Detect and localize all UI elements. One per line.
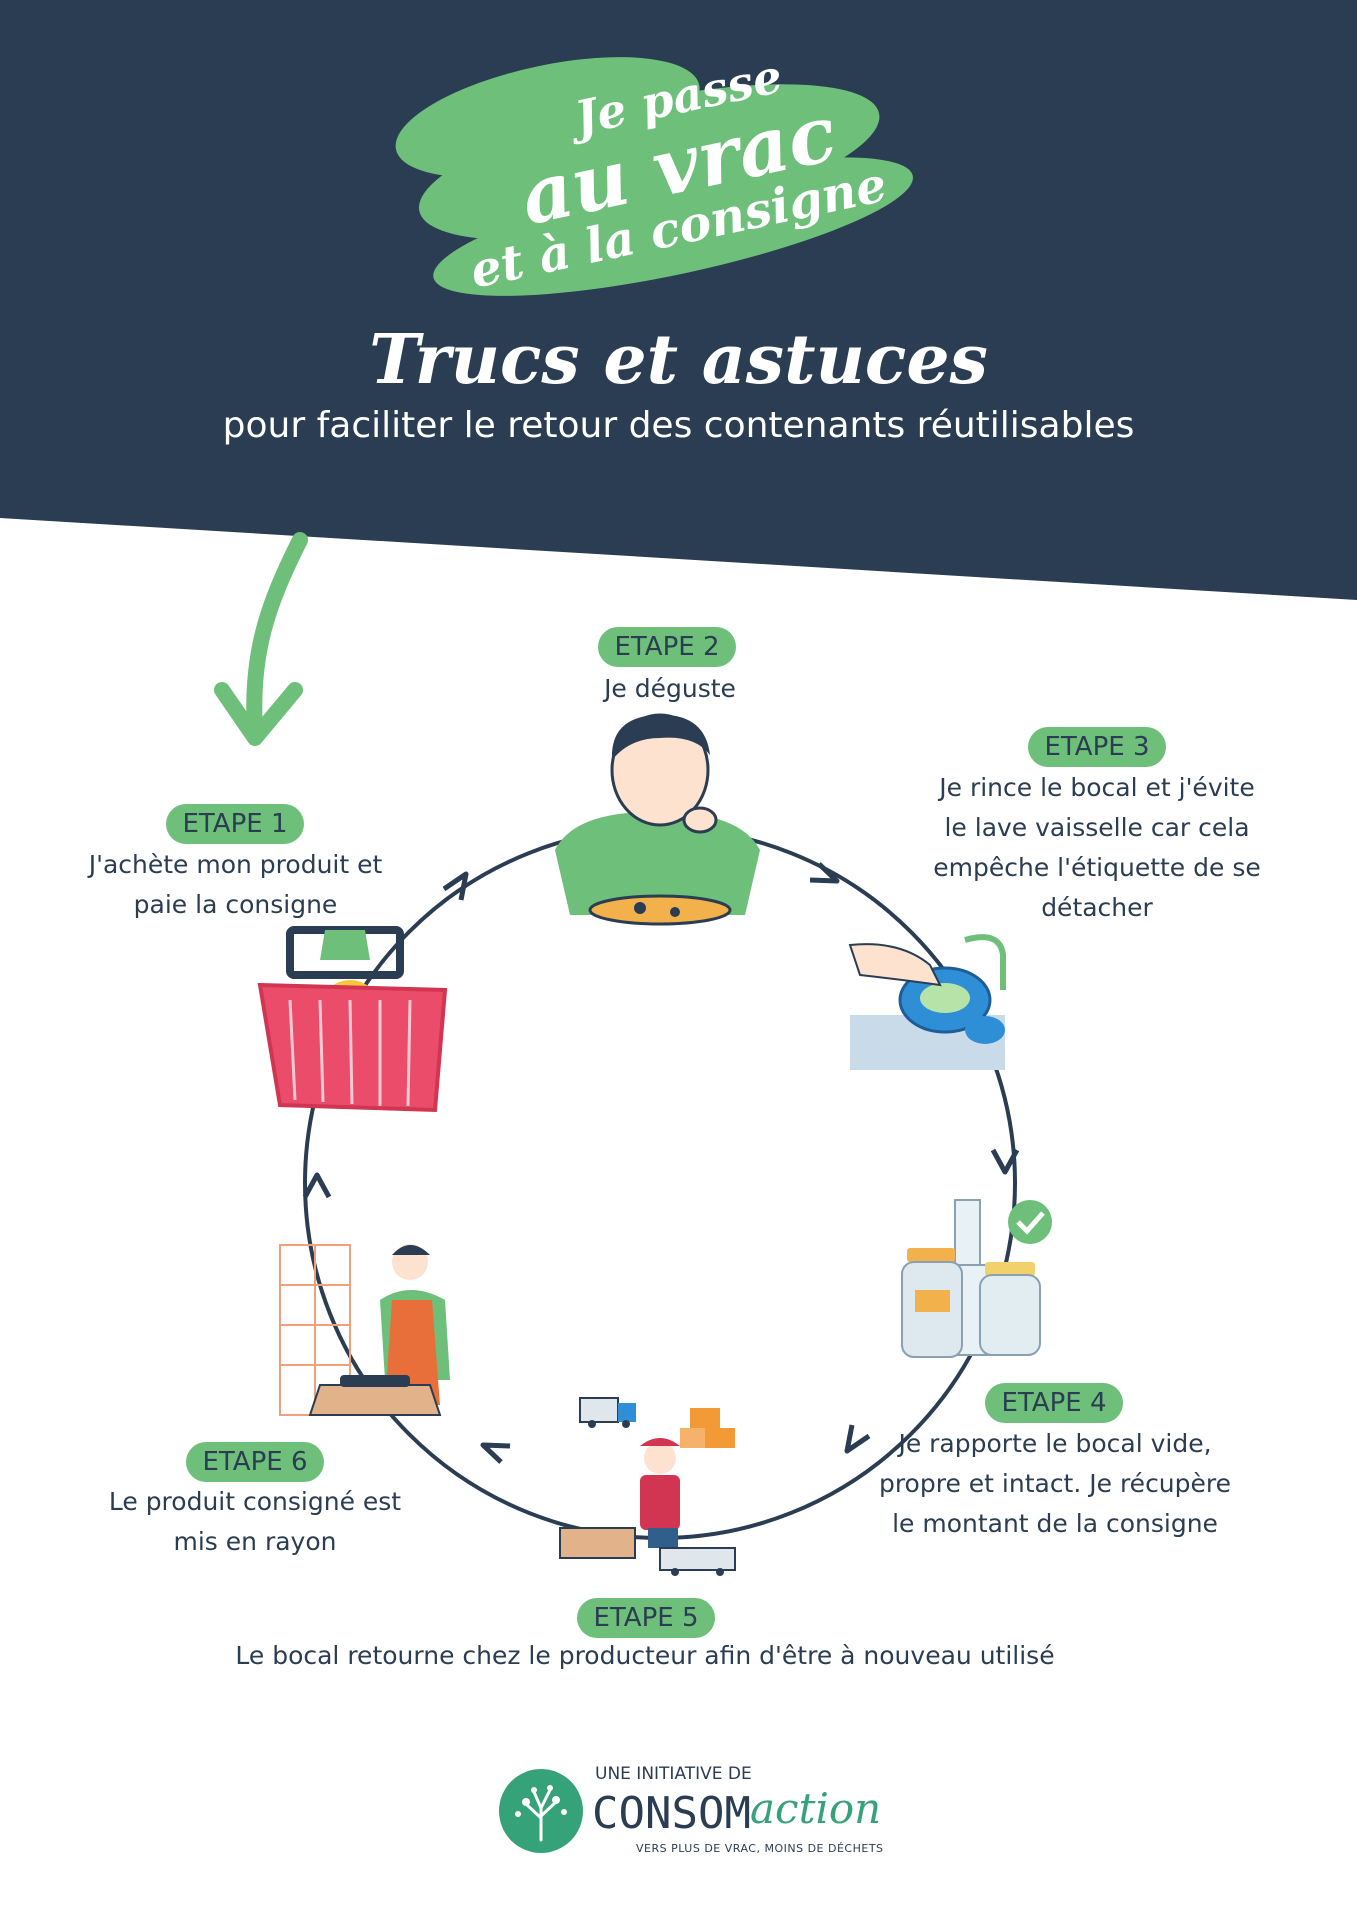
arrow-icon [442, 871, 469, 901]
arrow-icon [302, 1172, 332, 1199]
checkmark-icon [1008, 1200, 1052, 1244]
page-title: Trucs et astuces [369, 320, 988, 400]
step-3-line-3: empêche l'étiquette de se [933, 853, 1261, 882]
step-5-badge: ETAPE 5 [577, 1598, 715, 1638]
footer-brand: CONSOM [592, 1788, 751, 1839]
step-5-text: Le bocal retourne chez le producteur afi… [180, 1636, 1110, 1676]
delivery-worker-icon [559, 1397, 736, 1576]
header-band [0, 0, 1357, 600]
step-4-line-2: propre et intact. Je récupère [878, 1469, 1232, 1498]
step-3-line-2: le lave vaisselle car cela [944, 813, 1250, 842]
arrow-icon [809, 862, 840, 884]
glass-jars-icon [901, 1199, 1052, 1358]
start-arrow-icon [214, 532, 308, 746]
step-4-text: Je rapporte le bocal vide, propre et int… [860, 1424, 1250, 1544]
step-4-line-1: Je rapporte le bocal vide, [898, 1429, 1212, 1458]
step-6-line-1: Le produit consigné est [108, 1487, 402, 1516]
footer-brand-script: action [750, 1784, 882, 1833]
shopping-basket-icon [257, 926, 448, 1113]
step-1-text: J'achète mon produit et paie la consigne [68, 845, 403, 925]
step-4-line-3: le montant de la consigne [892, 1509, 1218, 1538]
cycle-arrows [302, 862, 1020, 1464]
step-2-line-1: Je déguste [604, 674, 736, 703]
step-3-line-1: Je rince le bocal et j'évite [939, 773, 1255, 802]
step-4-badge: ETAPE 4 [985, 1383, 1123, 1423]
footer-tagline: VERS PLUS DE VRAC, MOINS DE DÉCHETS [636, 1842, 884, 1855]
washing-hands-icon [848, 934, 1006, 1070]
person-eating-icon [555, 713, 760, 926]
step-3-badge: ETAPE 3 [1028, 727, 1166, 767]
step-3-line-4: détacher [1041, 893, 1153, 922]
step-3-text: Je rince le bocal et j'évite le lave vai… [917, 768, 1277, 928]
page-subtitle: pour faciliter le retour des contenants … [222, 405, 1135, 446]
step-5-line-1: Le bocal retourne chez le producteur afi… [235, 1641, 1055, 1670]
step-2-text: Je déguste [535, 669, 805, 709]
step-1-badge: ETAPE 1 [166, 804, 304, 844]
step-2-badge: ETAPE 2 [598, 627, 736, 667]
step-1-line-2: paie la consigne [133, 890, 338, 919]
step-6-line-2: mis en rayon [173, 1527, 337, 1556]
step-6-text: Le produit consigné est mis en rayon [95, 1482, 415, 1562]
arrow-icon [990, 1148, 1020, 1175]
arrow-icon [480, 1442, 511, 1464]
step-6-badge: ETAPE 6 [186, 1442, 324, 1482]
tree-logo-icon [499, 1769, 583, 1853]
shelf-worker-icon [279, 1244, 450, 1416]
step-1-line-1: J'achète mon produit et [88, 850, 383, 879]
arrow-icon [844, 1424, 871, 1454]
footer-initiative: UNE INITIATIVE DE [595, 1764, 752, 1784]
logo-blob [395, 57, 913, 296]
